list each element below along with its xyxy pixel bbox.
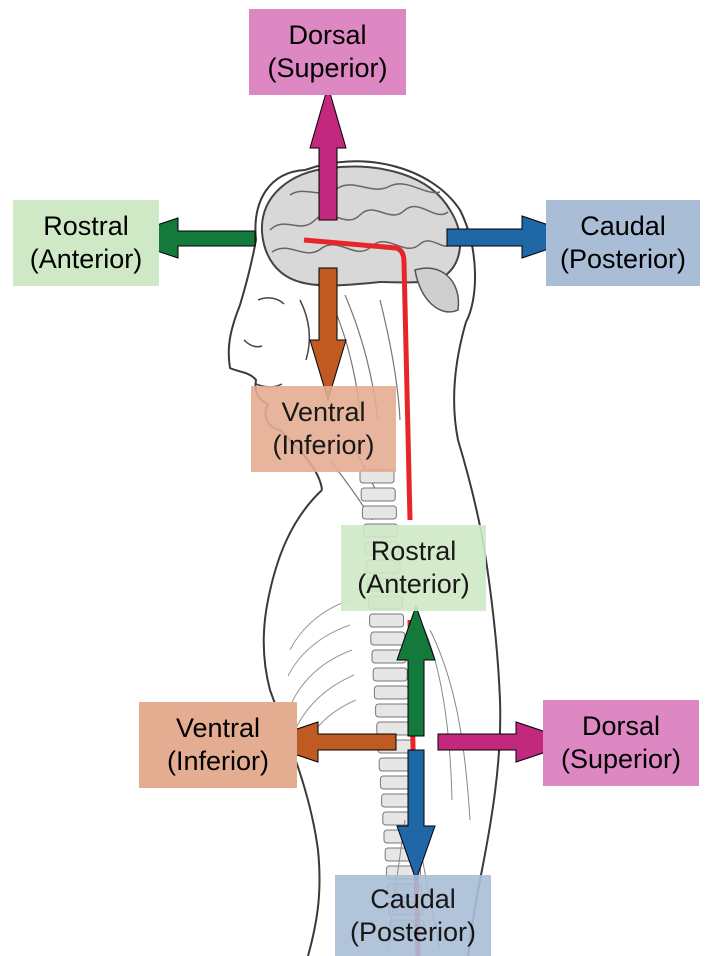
label-spine-ventral-line1: Ventral [176,712,260,745]
label-spine-dorsal-line1: Dorsal [582,710,660,743]
label-head-rostral: Rostral (Anterior) [13,200,159,286]
label-spine-ventral-line2: (Inferior) [167,745,269,778]
label-head-ventral-line1: Ventral [281,396,365,429]
label-head-dorsal-line2: (Superior) [267,52,387,85]
label-spine-ventral: Ventral (Inferior) [139,702,297,788]
label-head-dorsal: Dorsal (Superior) [249,9,406,95]
brain [262,167,460,312]
label-head-rostral-line2: (Anterior) [30,243,143,276]
label-spine-rostral-line2: (Anterior) [357,568,470,601]
label-head-ventral-line2: (Inferior) [272,429,374,462]
vertebra [371,632,405,645]
vertebra [376,704,410,717]
label-spine-rostral: Rostral (Anterior) [341,525,486,611]
label-spine-dorsal: Dorsal (Superior) [543,700,699,786]
face-features [244,298,309,387]
label-spine-rostral-line1: Rostral [371,535,457,568]
label-head-dorsal-line1: Dorsal [288,19,366,52]
vertebra [377,722,411,735]
vertebra [361,488,395,501]
label-spine-caudal: Caudal (Posterior) [335,875,491,956]
vertebra [370,614,404,627]
vertebra [373,668,407,681]
label-head-caudal-line2: (Posterior) [560,243,686,276]
label-head-rostral-line1: Rostral [43,210,129,243]
label-head-caudal-line1: Caudal [580,210,666,243]
ribs [288,600,356,750]
vertebra [374,686,408,699]
label-spine-caudal-line1: Caudal [370,883,456,916]
label-spine-dorsal-line2: (Superior) [561,743,681,776]
label-spine-caudal-line2: (Posterior) [350,916,476,949]
arrow-head-ventral [310,268,346,400]
label-head-ventral: Ventral (Inferior) [251,386,396,472]
label-head-caudal: Caudal (Posterior) [546,200,700,286]
vertebra [362,506,396,519]
